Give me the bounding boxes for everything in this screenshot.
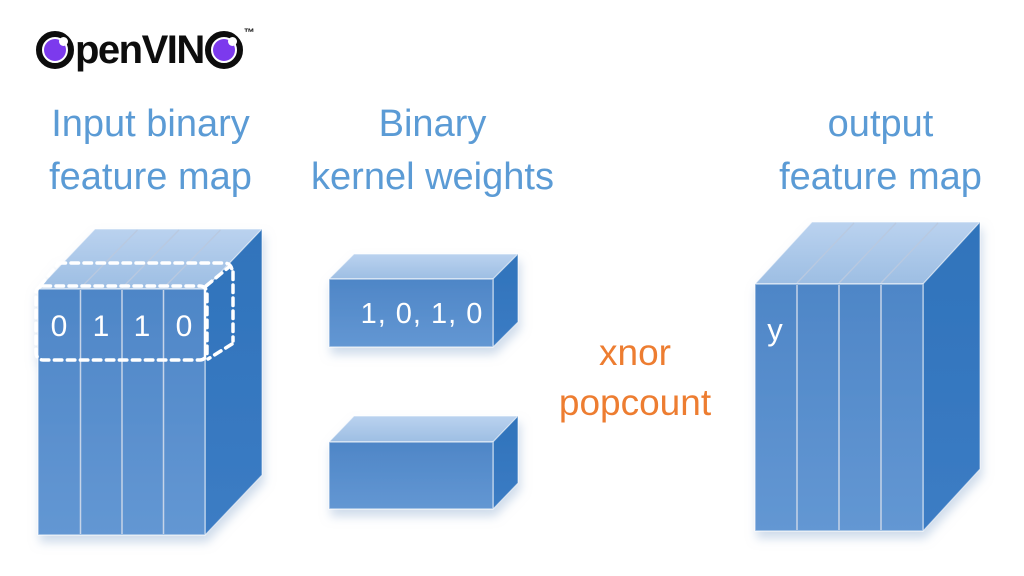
openvino-logo: penVIN ™ xyxy=(36,27,255,72)
heading-kernel-weights: Binary kernel weights xyxy=(290,98,575,204)
input-feature-map-cube: 0 1 1 0 xyxy=(34,228,263,536)
logo-text: penVIN xyxy=(75,28,205,72)
heading-line: Input binary xyxy=(51,103,250,145)
openvino-o-icon xyxy=(204,31,243,69)
kernel-weights-block-top: 1, 0, 1, 0 xyxy=(328,253,519,348)
heading-line: kernel weights xyxy=(311,156,554,198)
input-value: 1 xyxy=(93,310,110,343)
kernel-weights-block-bottom xyxy=(328,415,519,510)
heading-line: output xyxy=(827,103,934,145)
trademark-symbol: ™ xyxy=(243,27,255,39)
heading-input-feature-map: Input binary feature map xyxy=(8,98,293,204)
kernel-top-front-face xyxy=(328,278,494,348)
kernel-bottom-top-face xyxy=(328,415,519,443)
operation-line: popcount xyxy=(558,382,712,423)
input-cube-column-dividers xyxy=(79,290,165,534)
kernel-bottom-front-face xyxy=(328,441,494,510)
heading-output-feature-map: output feature map xyxy=(738,98,1023,204)
heading-line: feature map xyxy=(49,156,252,198)
logo-pupil-notch xyxy=(227,37,237,46)
output-feature-map-cube: y xyxy=(754,221,981,532)
input-value: 1 xyxy=(134,310,151,343)
heading-line: Binary xyxy=(378,103,487,145)
input-cube-top-dividers xyxy=(80,229,221,289)
operation-line: xnor xyxy=(599,332,671,373)
logo-pupil xyxy=(44,37,68,61)
output-cube-column-dividers xyxy=(796,285,882,530)
operation-label: xnor popcount xyxy=(515,328,755,428)
logo-pupil-notch xyxy=(59,37,68,46)
heading-line: feature map xyxy=(779,156,982,198)
openvino-o-icon xyxy=(36,31,74,69)
output-cube-top-dividers xyxy=(796,222,939,284)
logo-pupil xyxy=(212,37,237,61)
input-value: 0 xyxy=(51,310,68,343)
kernel-top-top-face xyxy=(328,253,519,280)
kernel-weights-values: 1, 0, 1, 0 xyxy=(361,298,484,330)
input-value: 0 xyxy=(176,310,193,343)
input-slice-dashed-outline xyxy=(34,261,235,362)
input-cube-values: 0 1 1 0 xyxy=(51,310,193,343)
output-value: y xyxy=(767,312,783,347)
